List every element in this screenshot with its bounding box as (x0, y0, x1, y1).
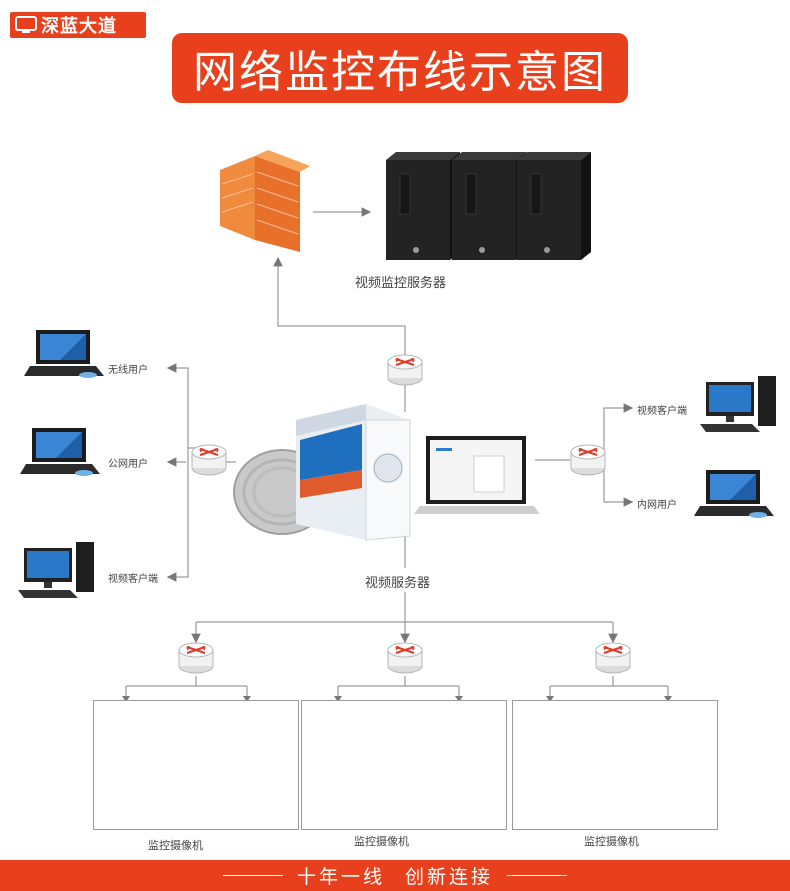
video-monitor-server-label: 视频监控服务器 (355, 276, 447, 291)
public-user-label: 公网用户 (108, 459, 148, 470)
laptop-icon (694, 470, 774, 518)
desktop-icon (18, 542, 94, 598)
monitor-logo-icon (15, 16, 37, 33)
brand-name: 深蓝大道 (41, 16, 117, 37)
camera-group-label: 监控摄像机 (148, 839, 203, 852)
cable-box-icon (233, 404, 411, 541)
footer-dash (222, 875, 283, 876)
laptop-icon (24, 330, 104, 378)
laptop-icon (20, 428, 100, 476)
desktop-icon (700, 376, 776, 432)
wireless-user-label: 无线用户 (108, 365, 148, 376)
video-client-left-label: 视频客户端 (108, 574, 158, 585)
camera-group-label: 监控摄像机 (354, 835, 409, 848)
camera-group-label: 监控摄像机 (584, 835, 639, 848)
video-client-right-label: 视频客户端 (637, 406, 687, 417)
footer-slogan-right: 创新连接 (405, 866, 494, 888)
camera-group-box (301, 700, 507, 830)
server-tower-icon (385, 151, 592, 261)
footer-slogan-left: 十年一线 (296, 866, 385, 888)
camera-group-box (512, 700, 718, 830)
laptop-icon (414, 436, 540, 514)
video-server-label: 视频服务器 (365, 576, 431, 591)
footer-dash (507, 875, 568, 876)
intranet-user-label: 内网用户 (637, 500, 677, 511)
page-title: 网络监控布线示意图 (172, 33, 628, 103)
firewall-icon (220, 150, 310, 252)
camera-group-box (93, 700, 299, 830)
footer-banner: 十年一线 创新连接 (0, 860, 790, 891)
brand-logo: 深蓝大道 (10, 12, 146, 38)
